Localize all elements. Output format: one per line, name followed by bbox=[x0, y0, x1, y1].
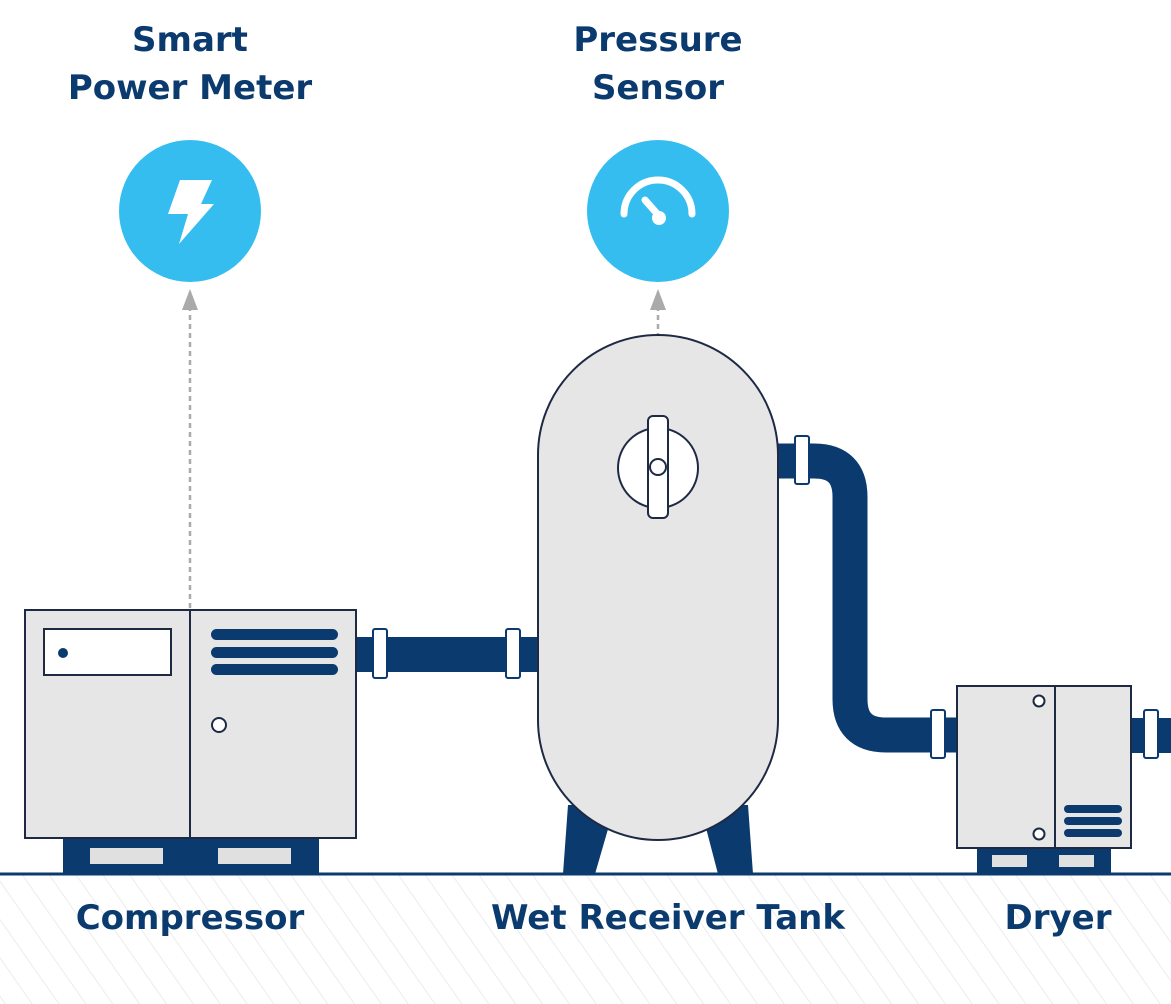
compressor bbox=[24, 609, 357, 874]
pipe-compressor-to-tank bbox=[355, 628, 540, 679]
lightning-bolt-icon bbox=[119, 140, 261, 282]
compressor-label: Compressor bbox=[75, 898, 305, 938]
pressure-sensor-title: Pressure Sensor bbox=[508, 16, 808, 112]
power-meter-title-line2: Power Meter bbox=[67, 68, 313, 108]
dryer bbox=[956, 685, 1132, 874]
tank-label: Wet Receiver Tank bbox=[491, 898, 845, 938]
power-meter-title: Smart Power Meter bbox=[40, 16, 340, 112]
dryer-label: Dryer bbox=[1004, 898, 1112, 938]
power-meter-title-line1: Smart bbox=[132, 20, 248, 60]
wet-receiver-tank bbox=[537, 334, 779, 874]
pipe-dryer-outlet bbox=[1130, 709, 1171, 759]
pressure-sensor-title-line1: Pressure bbox=[573, 20, 743, 60]
power-meter-connector bbox=[182, 289, 198, 634]
pipe-tank-to-dryer bbox=[776, 435, 960, 759]
gauge-icon bbox=[587, 140, 729, 282]
pressure-sensor-title-line2: Sensor bbox=[591, 68, 725, 108]
floor bbox=[0, 872, 1171, 1004]
